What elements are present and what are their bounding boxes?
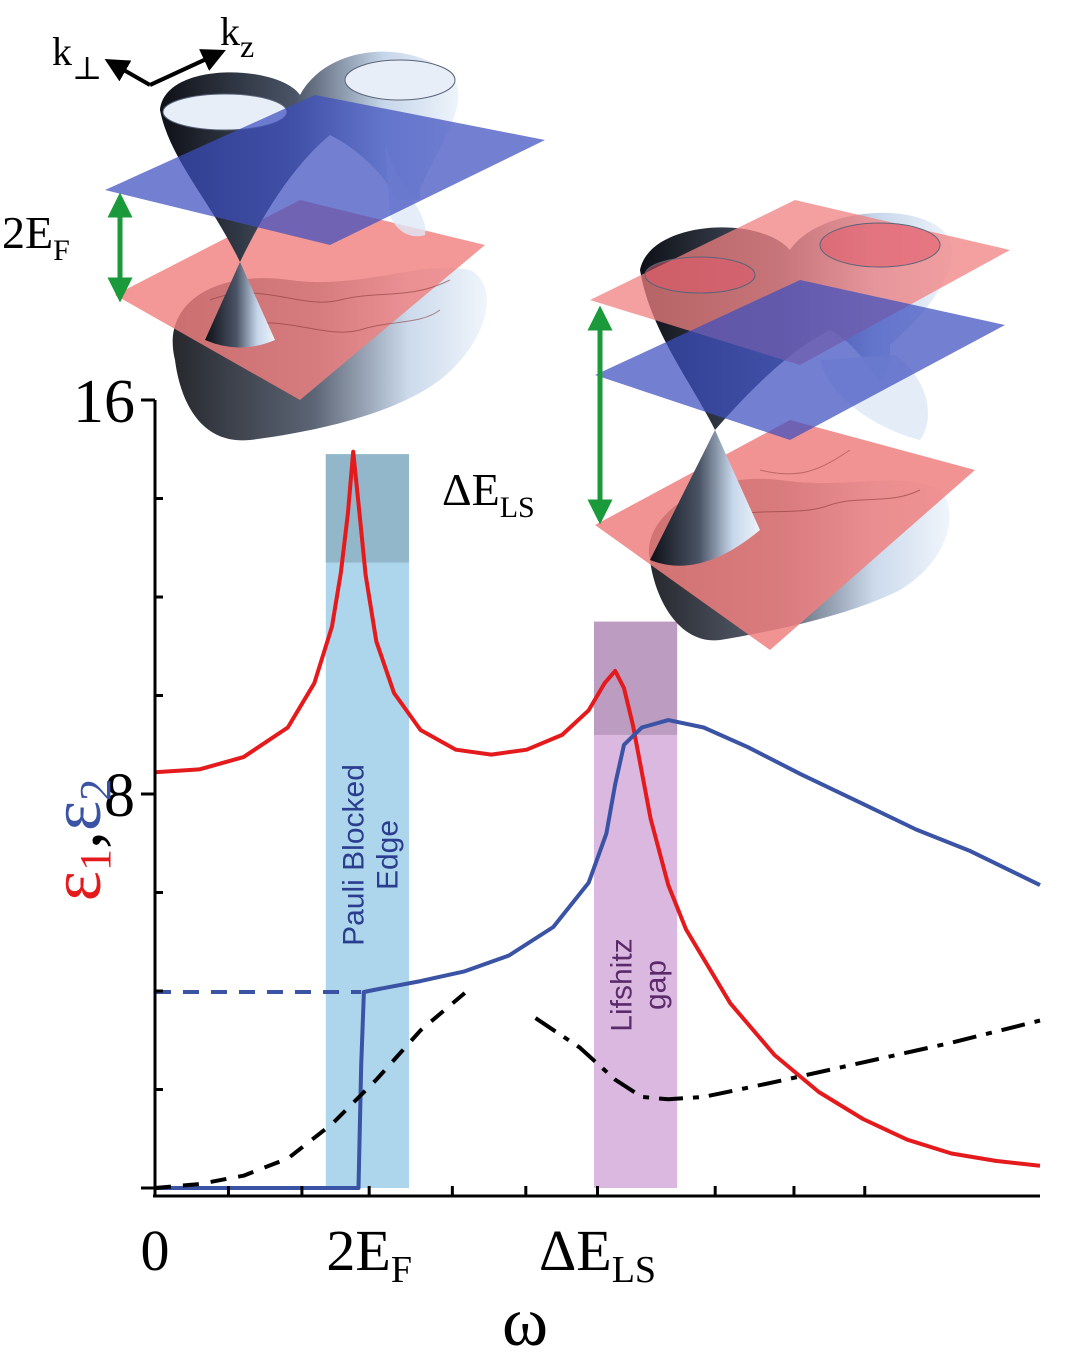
band-top-0 [325,454,409,563]
k-perp-label: k⊥ [52,29,102,86]
right-arrow-label: ΔELS [442,464,535,524]
ylabel: ε1,ε2 [36,779,120,901]
xlabel: ω [502,1284,548,1359]
x-tick-label: 2EF [326,1218,412,1291]
k-z-axis [149,49,226,87]
inset-band-structure-left: 2EF k⊥ kz [2,9,545,441]
band-label-1: Lifshitzgap [606,938,673,1031]
lower-red-plane [595,420,975,650]
y-tick-label: 8 [104,762,135,830]
series-line-3 [154,991,467,1190]
band-label-0: Pauli BlockedEdge [337,764,404,946]
blue-plane [595,280,1005,440]
inset-band-structure-right: ΔELS [442,200,1010,650]
series-line-1 [155,718,1041,1190]
series-line-4 [534,1016,1041,1102]
x-tick-label: ΔELS [539,1218,656,1291]
y-tick-label: 16 [73,368,135,436]
axes: 16 8 0 2EF ΔELS [73,368,1040,1291]
blue-plane [105,95,545,245]
k-perp-axis [104,59,151,87]
k-z-label: kz [220,9,254,64]
series-line-0 [154,449,1041,1168]
x-tick-label: 0 [141,1218,170,1283]
series-lines [154,449,1041,1190]
left-arrow-label: 2EF [2,207,70,267]
